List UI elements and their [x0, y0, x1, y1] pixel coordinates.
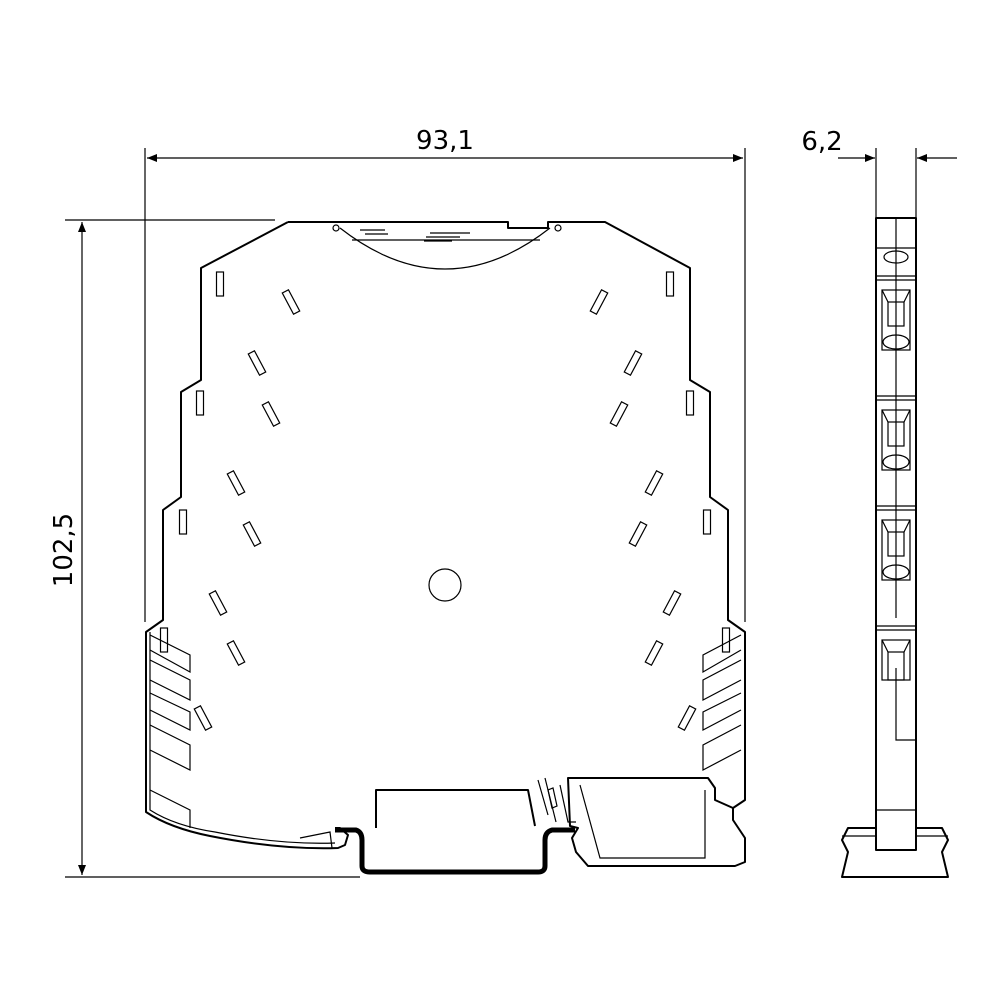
vent-slot: [242, 520, 262, 548]
terminal-block: [876, 395, 916, 471]
vent-slot: [281, 288, 301, 316]
width-dimension: 93,1: [144, 126, 746, 622]
vent-slot: [685, 390, 695, 416]
vent-slot: [195, 390, 205, 416]
vent-slot: [215, 271, 225, 297]
vent-slot: [644, 639, 664, 667]
width-label: 93,1: [416, 126, 474, 156]
vent-slot: [589, 288, 609, 316]
vent-slot: [662, 589, 682, 617]
height-label: 102,5: [49, 513, 79, 587]
height-dimension: 102,5: [49, 219, 360, 878]
mounting-hole: [428, 568, 462, 602]
vent-slot: [665, 271, 675, 297]
vent-slot: [247, 349, 267, 377]
depth-dimension: 6,2: [801, 127, 957, 218]
terminal-block: [876, 505, 916, 581]
vent-slot: [193, 704, 213, 732]
vent-slot: [226, 639, 246, 667]
vent-slot: [609, 400, 629, 428]
vent-slot: [677, 704, 697, 732]
vent-slot: [702, 509, 712, 535]
housing-side-view: [841, 217, 949, 878]
din-rail-side: [841, 827, 949, 878]
vent-slot: [159, 627, 169, 653]
depth-label: 6,2: [801, 127, 842, 157]
din-rail-front: [335, 827, 575, 875]
vent-slot: [178, 509, 188, 535]
vent-slot: [628, 520, 648, 548]
vent-slot: [623, 349, 643, 377]
vent-slot: [208, 589, 228, 617]
housing-front-view: [145, 221, 746, 867]
vent-slot: [226, 469, 246, 497]
terminal-block: [876, 275, 916, 351]
vent-slot: [261, 400, 281, 428]
vent-slot: [644, 469, 664, 497]
vent-slot: [721, 627, 731, 653]
